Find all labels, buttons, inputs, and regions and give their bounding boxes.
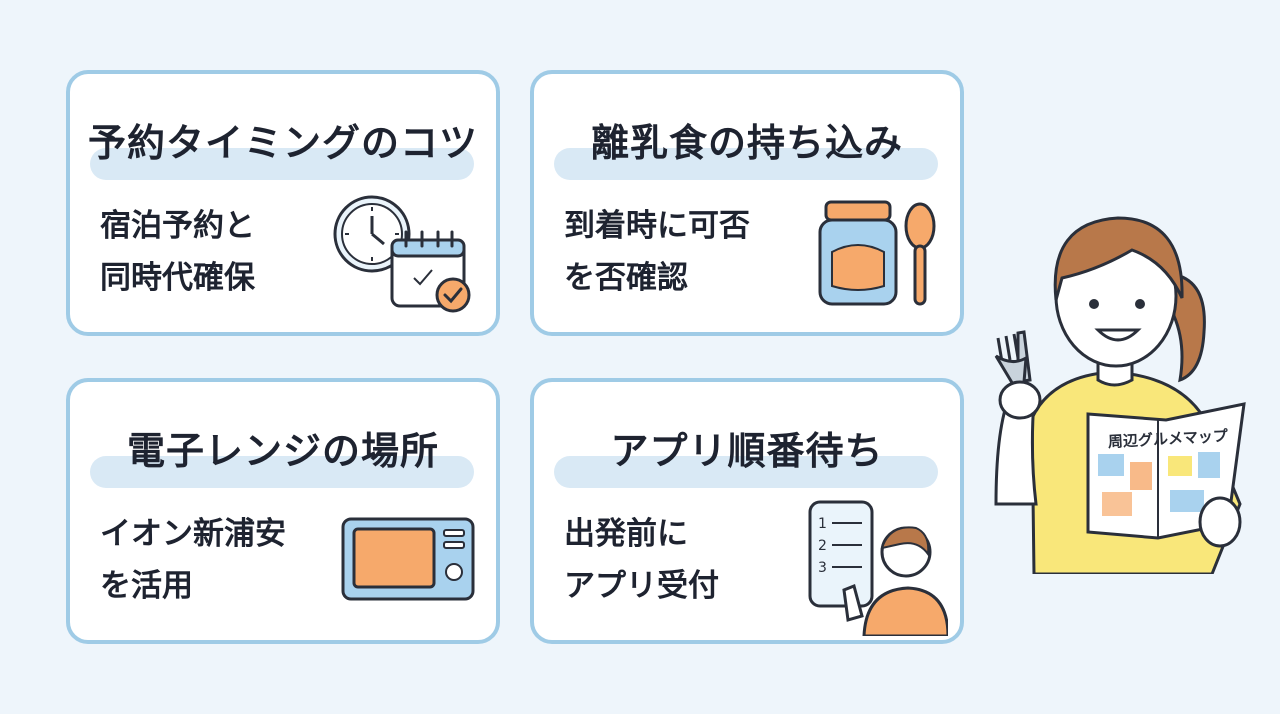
woman-with-gourmet-map-illustration: 周辺グルメマップ [994,216,1246,574]
tip-card-reservation-timing: 予約タイミングのコツ 宿泊予約と 同時代確保 [66,70,500,336]
card-body: 宿泊予約と 同時代確保 [100,200,340,304]
card-body-line: 同時代確保 [100,260,255,296]
card-body: 到着時に可否 を否確認 [564,200,804,304]
card-title: 予約タイミングのコツ [87,121,478,165]
tip-card-microwave: 電子レンジの場所 イオン新浦安 を活用 [66,378,500,644]
queue-number: 2 [818,538,827,554]
card-body-line: アプリ受付 [564,568,719,604]
card-body-line: イオン新浦安 [100,516,286,552]
tip-card-baby-food: 離乳食の持ち込み 到着時に可否 を否確認 [530,70,964,336]
title-highlight [90,456,474,488]
title-highlight [554,148,938,180]
baby-food-jar-spoon-icon [818,200,936,306]
microwave-icon [341,517,475,601]
title-highlight [90,148,474,180]
card-body-line: を否確認 [564,260,688,296]
card-title: 電子レンジの場所 [126,429,439,473]
queue-number: 3 [818,560,827,576]
card-body-line: を活用 [100,568,193,604]
card-title: 離乳食の持ち込み [590,121,903,165]
phone-queue-app-icon: 1 2 3 [808,500,948,636]
card-body-line: 宿泊予約と [100,208,255,244]
title-highlight [554,456,938,488]
tip-card-app-queue: アプリ順番待ち 出発前に アプリ受付 1 2 3 [530,378,964,644]
card-title: アプリ順番待ち [610,429,884,473]
card-body-line: 出発前に [564,516,688,552]
card-body: 出発前に アプリ受付 [564,508,804,612]
clock-calendar-icon [333,195,471,313]
card-body-line: 到着時に可否 [564,208,750,244]
card-body: イオン新浦安 を活用 [100,508,340,612]
queue-number: 1 [818,516,827,532]
